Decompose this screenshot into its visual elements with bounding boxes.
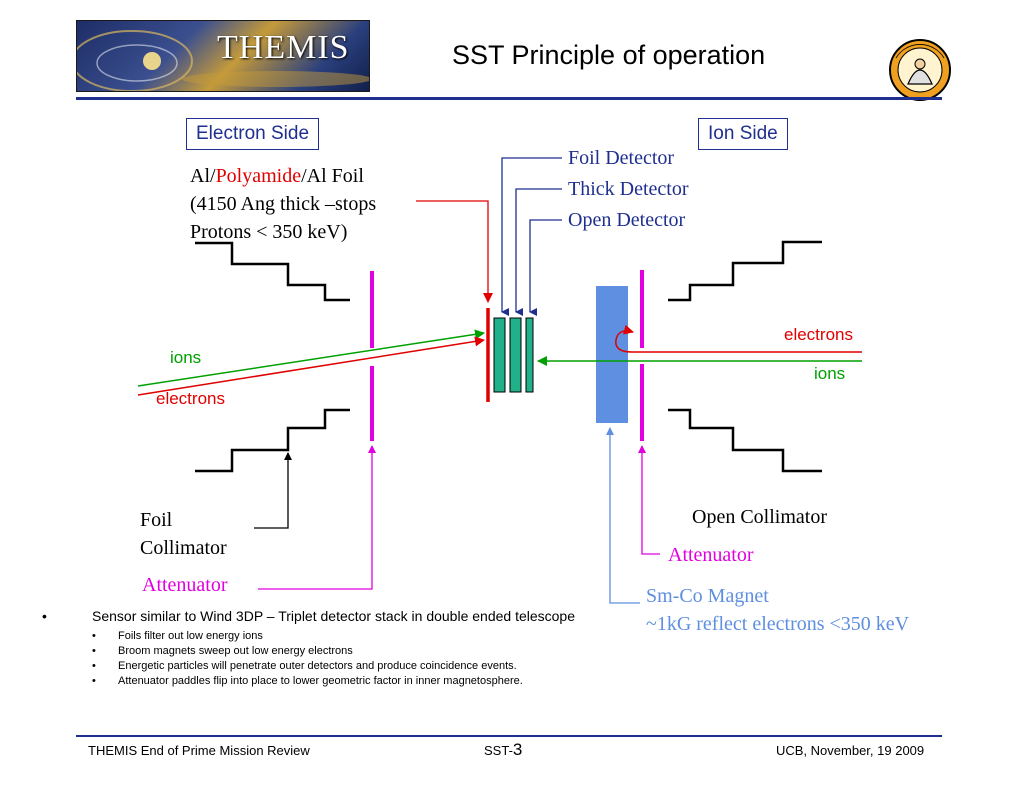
electrons-label-right: electrons: [784, 325, 853, 344]
foil-label-leader: [416, 200, 493, 303]
bullet-dot: •: [92, 675, 96, 687]
bullet-sub: • Energetic particles will penetrate oute…: [30, 660, 538, 673]
foil-detector-label: Foil Detector: [568, 147, 675, 169]
magnet-label-line2: ~1kG reflect electrons <350 keV: [646, 613, 910, 635]
ion-side-box: Ion Side: [698, 118, 788, 150]
magnet-label: Sm-Co Magnet ~1kG reflect electrons <350…: [646, 582, 909, 638]
foil-detector-leader: [501, 157, 562, 316]
foil-description: Al/Polyamide/Al Foil (4150 Ang thick –st…: [190, 162, 376, 246]
open-collimator-bottom: [668, 408, 822, 473]
foil-detector: [493, 317, 506, 393]
bullet-sub-text: Foils filter out low energy ions: [118, 630, 263, 642]
foil-collimator-top: [195, 241, 350, 302]
themis-logo: THEMIS: [76, 20, 370, 92]
foil-label-prefix: Al/: [190, 165, 216, 187]
bullet-sub: • Broom magnets sweep out low energy elec…: [30, 645, 538, 658]
open-detector-label: Open Detector: [568, 209, 686, 231]
bullet-dot: •: [92, 630, 96, 642]
themis-badge-icon: [889, 39, 951, 101]
footer-page-number: 3: [512, 740, 523, 759]
attenuator-left-leader: [258, 445, 376, 590]
foil-label-polyamide: Polyamide: [215, 165, 302, 187]
attenuator-right-leader: [638, 445, 660, 555]
attenuator-right-label: Attenuator: [668, 544, 754, 566]
thick-detector-label: Thick Detector: [568, 178, 689, 200]
bullet-sub-text: Broom magnets sweep out low energy elect…: [118, 645, 353, 657]
bullet-dot: •: [92, 660, 96, 672]
sm-co-magnet: [596, 286, 628, 423]
electrons-track-right: [615, 324, 862, 353]
electrons-label-left: electrons: [156, 389, 225, 408]
footer-left: THEMIS End of Prime Mission Review: [88, 743, 310, 758]
logo-text: THEMIS: [217, 29, 350, 66]
thick-detector: [509, 317, 522, 393]
footer-right: UCB, November, 19 2009: [776, 743, 925, 758]
open-collimator-top: [668, 240, 822, 302]
magnet-label-line1: Sm-Co Magnet: [646, 585, 769, 607]
footer-rule: [76, 735, 942, 737]
ions-label-right: ions: [814, 364, 846, 383]
ions-track-left: [137, 329, 485, 387]
electron-side-box: Electron Side: [186, 118, 320, 150]
bullet-main: • Sensor similar to Wind 3DP – Triplet d…: [30, 608, 590, 624]
bullet-list: • Sensor similar to Wind 3DP – Triplet d…: [30, 608, 590, 690]
attenuator-left-label: Attenuator: [142, 574, 228, 596]
page-title: SST Principle of operation: [452, 40, 766, 70]
foil-collimator-line1: Foil: [140, 509, 173, 531]
foil-label-line2: (4150 Ang thick –stops: [190, 193, 377, 215]
magnet-leader: [606, 427, 640, 604]
open-detector: [525, 317, 534, 393]
bullet-sub: • Attenuator paddles flip into place to l…: [30, 675, 538, 688]
foil-collimator-leader: [254, 452, 292, 529]
header-rule: [76, 97, 942, 100]
thick-detector-leader: [515, 188, 562, 316]
bullet-sub: • Foils filter out low energy ions: [30, 630, 538, 643]
bullet-sub-text: Energetic particles will penetrate outer…: [118, 660, 517, 672]
foil-label-suffix: /Al Foil: [301, 165, 364, 187]
footer-page: SST-3: [484, 740, 522, 760]
open-collimator-label: Open Collimator: [692, 506, 827, 528]
bullet-dot: •: [42, 608, 47, 624]
bullet-sub-text: Attenuator paddles flip into place to lo…: [118, 675, 523, 687]
electrons-track-left: [137, 336, 485, 396]
ions-label-left: ions: [170, 348, 202, 367]
open-detector-leader: [529, 219, 562, 316]
bullet-dot: •: [92, 645, 96, 657]
bullet-main-text: Sensor similar to Wind 3DP – Triplet det…: [92, 608, 575, 624]
foil-collimator-bottom: [195, 408, 350, 473]
logo-swirl-icon: [77, 30, 369, 91]
foil-label-line3: Protons < 350 keV): [190, 221, 348, 243]
footer-page-prefix: SST-: [484, 743, 513, 758]
foil-collimator-label: Foil Collimator: [140, 506, 227, 562]
foil-collimator-line2: Collimator: [140, 537, 227, 559]
